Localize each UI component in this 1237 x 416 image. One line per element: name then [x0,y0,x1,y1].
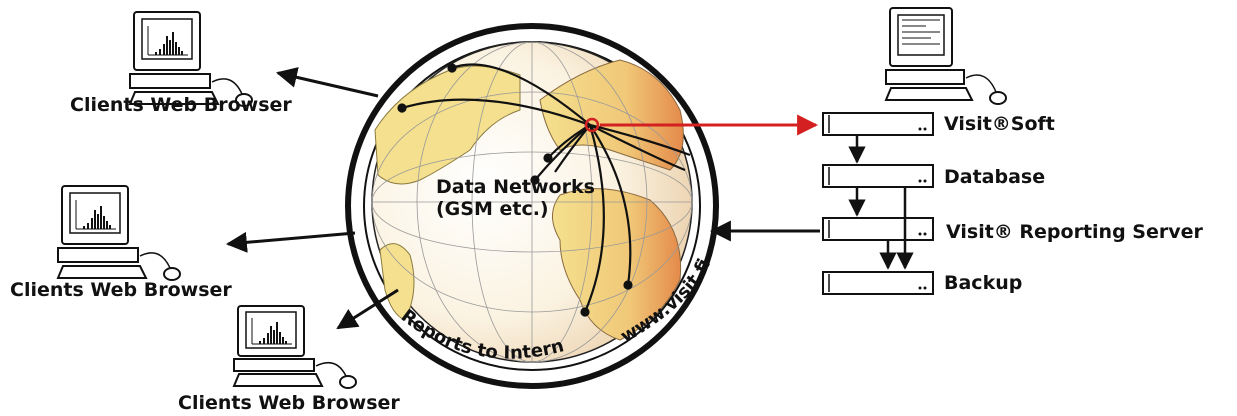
server-label-backup: Backup [944,272,1023,294]
client-label-bottom: Clients Web Browser [178,392,400,414]
server-box-reporting [822,217,934,241]
network-label-line2: (GSM etc.) [436,198,549,220]
server-box-database [822,164,934,188]
server-label-database: Database [944,166,1046,188]
client-computer-icon-mid [56,185,181,281]
server-box-backup [822,271,934,295]
client-label-top: Clients Web Browser [70,94,292,116]
globe [345,23,719,389]
server-label-reporting: Visit® Reporting Server [946,221,1203,243]
client-arrow-top [275,67,379,98]
client-computer-icon-top [128,11,253,107]
network-label: Data Networks (GSM etc.) [436,176,595,220]
client-label-mid: Clients Web Browser [10,279,232,301]
network-label-line1: Data Networks [436,176,595,198]
server-label-visitsoft: Visit®Soft [944,113,1055,135]
hub-marker [584,117,600,133]
client-arrow-bottom [336,288,399,330]
server-box-visitsoft [822,112,934,136]
client-computer-icon-bottom [232,305,357,389]
client-arrow-mid [225,231,356,253]
server-computer-icon [884,7,1007,105]
server-stack [822,112,934,295]
